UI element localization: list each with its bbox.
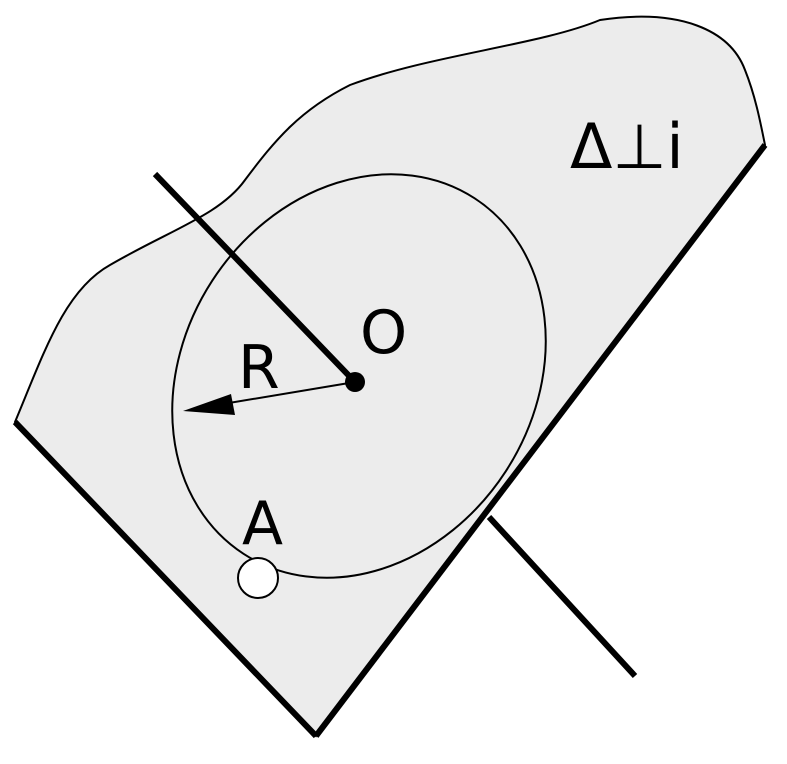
circle-path bbox=[171, 173, 547, 579]
radius-label-r: R bbox=[238, 333, 280, 403]
center-label-o: O bbox=[360, 298, 407, 368]
line-i-upper bbox=[152, 171, 358, 385]
center-point-o bbox=[345, 372, 365, 392]
plane-label: Δ⊥i bbox=[570, 110, 684, 183]
plane-edge-left bbox=[12, 419, 319, 739]
plane-delta bbox=[13, 15, 767, 738]
line-i-lower bbox=[486, 514, 638, 679]
point-a bbox=[237, 557, 279, 599]
point-label-a: A bbox=[242, 489, 283, 559]
plane-edge-right bbox=[313, 143, 768, 738]
radius-arrowhead bbox=[183, 394, 235, 415]
